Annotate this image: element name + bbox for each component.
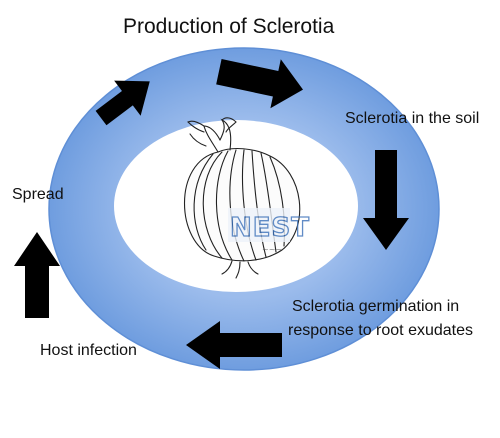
label-host-infection: Host infection: [40, 342, 137, 359]
arrow-soil-to-germination-icon: [363, 150, 409, 250]
svg-text:NEST: NEST: [230, 213, 310, 243]
arrow-spread-to-production-icon: [95, 80, 150, 126]
label-germination-line2: response to root exudates: [288, 322, 474, 339]
svg-text:~~~: ~~~: [262, 245, 282, 254]
label-spread: Spread: [12, 186, 64, 203]
arrow-host-to-spread-icon: [14, 232, 60, 318]
arrow-production-to-soil-icon: [216, 58, 303, 109]
label-sclerotia-in-soil: Sclerotia in the soil: [345, 110, 480, 127]
diagram-title: Production of Sclerotia: [123, 15, 335, 38]
nest-logo: NEST ~~~: [228, 208, 310, 254]
label-germination-line1: Sclerotia germination in: [292, 298, 460, 315]
arrow-germination-to-host-icon: [186, 321, 282, 369]
